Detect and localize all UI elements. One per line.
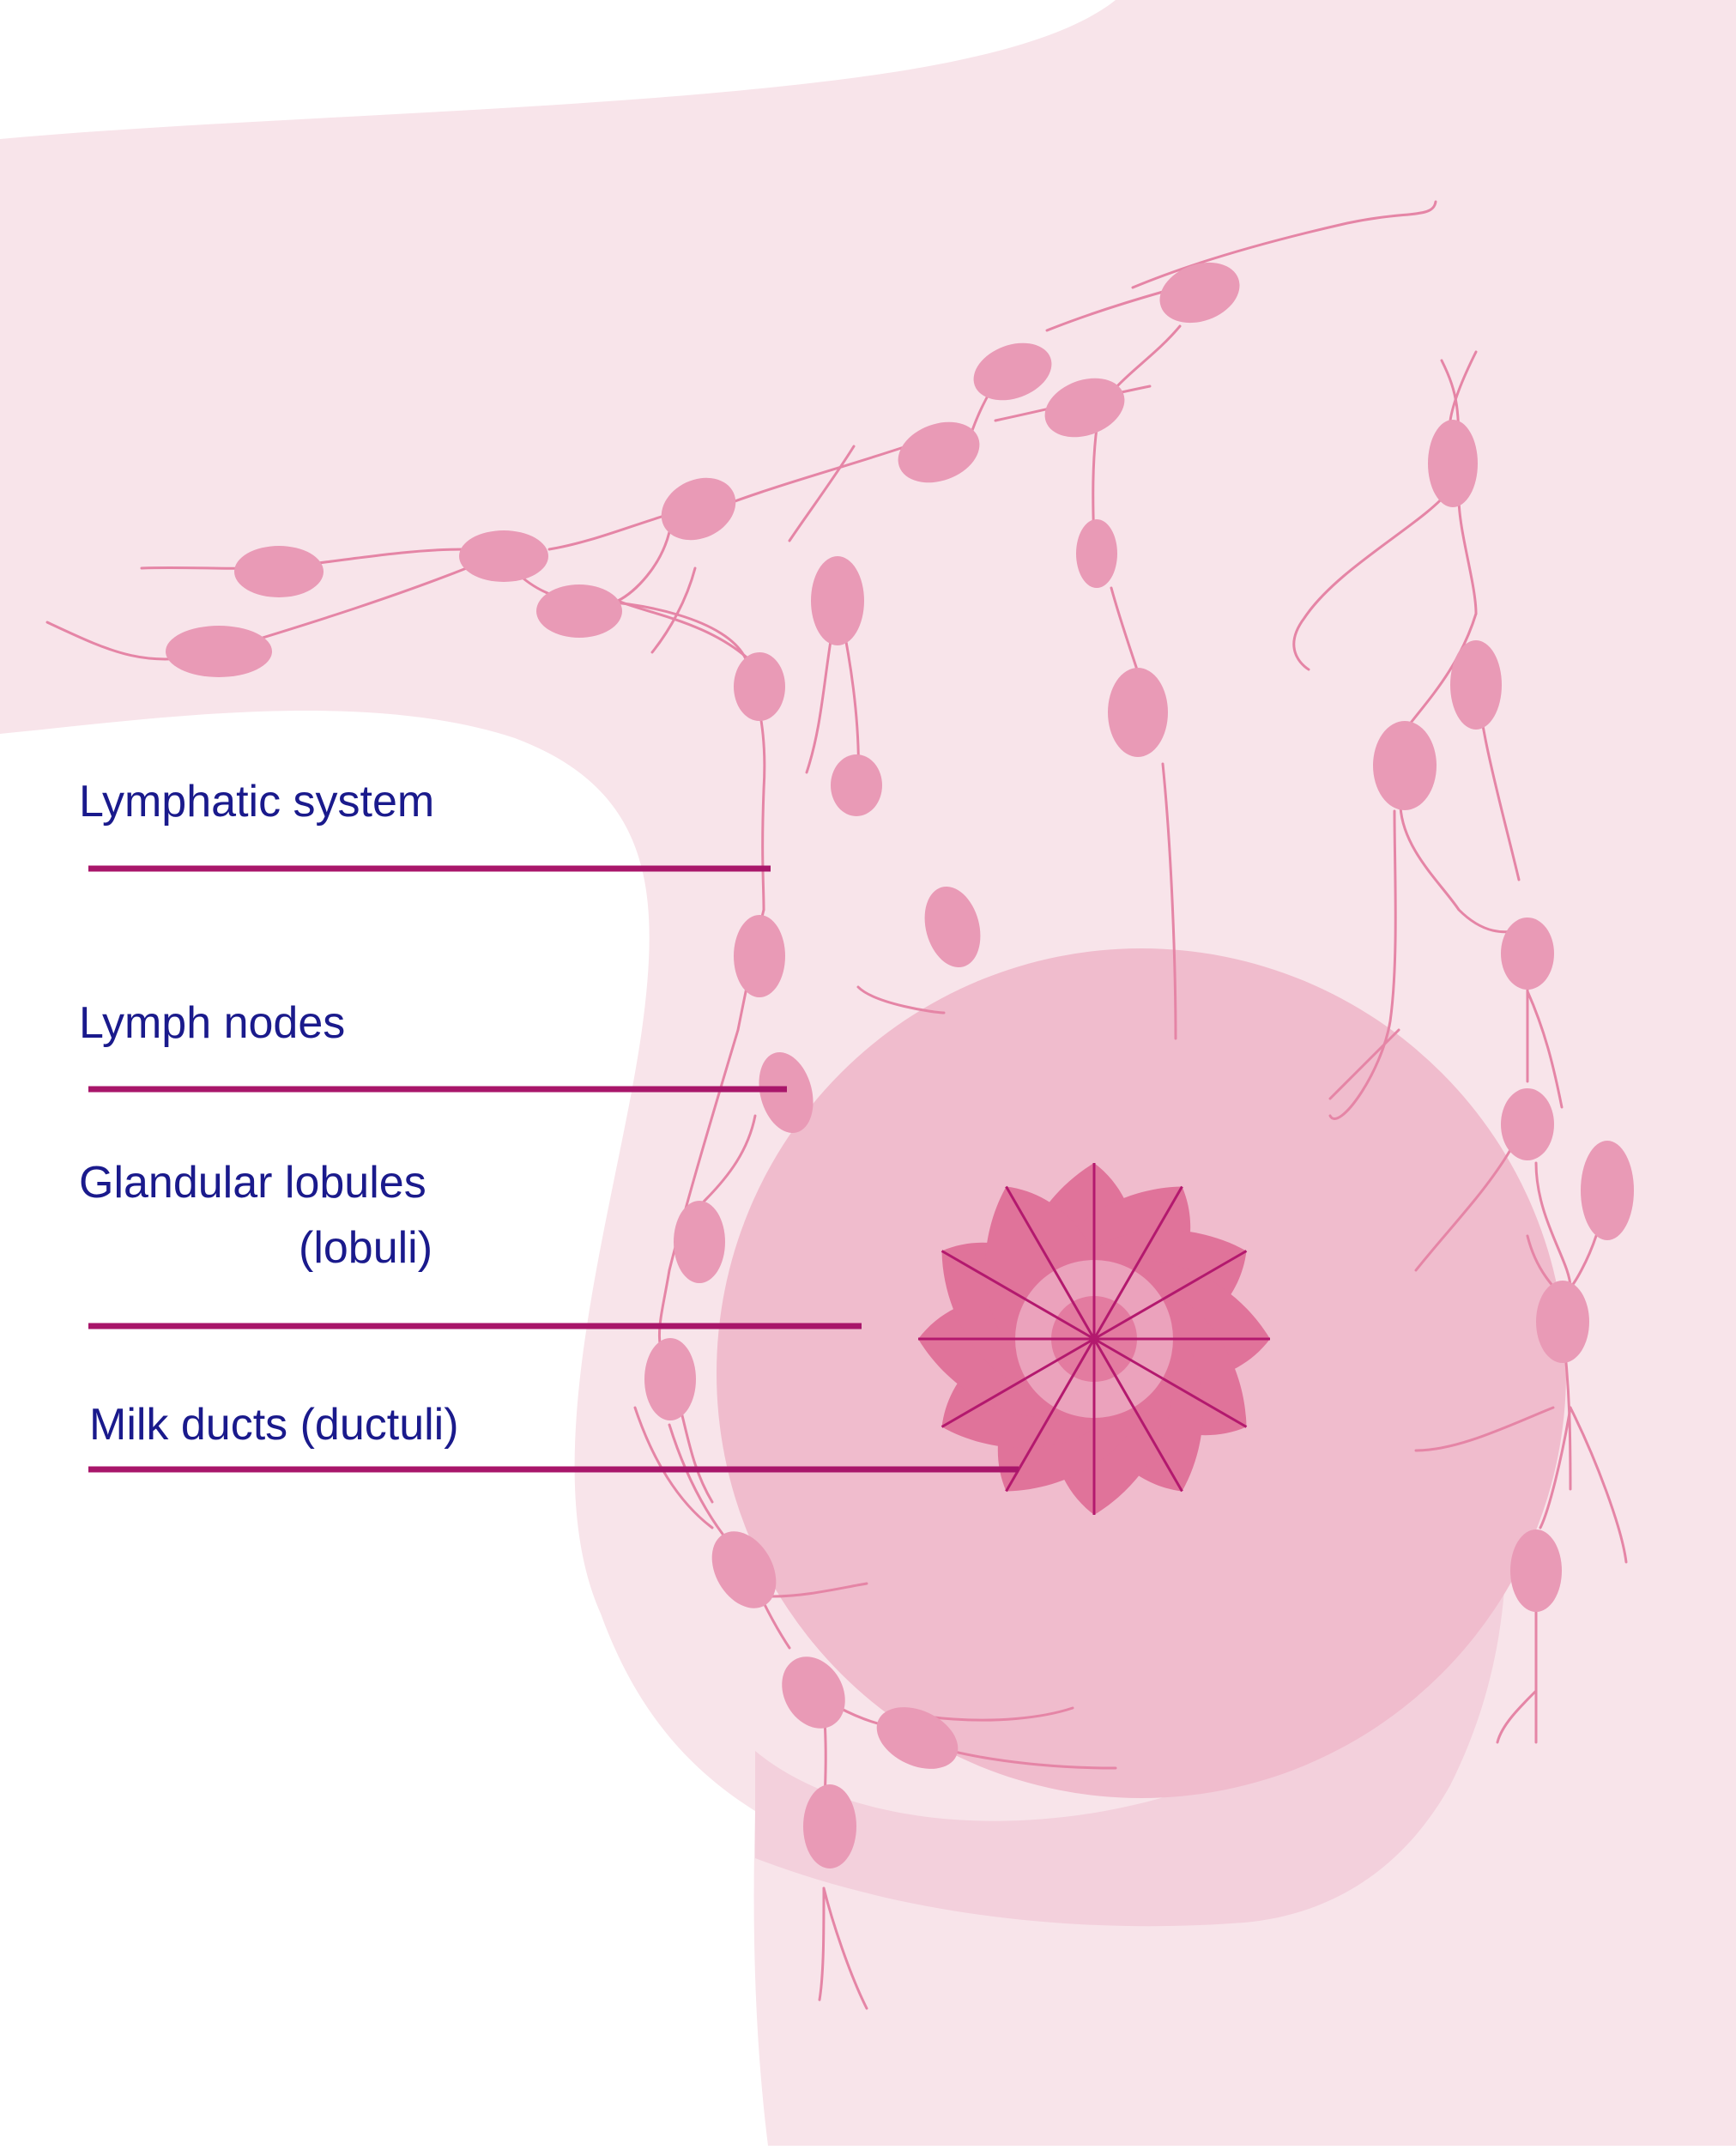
lymph-node — [1581, 1141, 1634, 1240]
label-lobuli: (lobuli) — [299, 1223, 433, 1273]
leader-lines — [88, 865, 1019, 1473]
lymph-node — [1076, 519, 1117, 588]
lymph-node — [1510, 1529, 1562, 1612]
lymph-node — [811, 556, 864, 645]
lymph-node — [661, 477, 736, 541]
milk-duct-center — [1053, 1338, 1096, 1408]
lymph-node — [1159, 262, 1240, 324]
milk-duct-center — [1053, 1269, 1096, 1340]
lymph-node — [803, 1784, 856, 1868]
lymph-node — [166, 626, 272, 677]
lymph-nodes — [166, 262, 1634, 1868]
lymph-node — [234, 546, 324, 597]
milk-duct-center — [1025, 1337, 1095, 1380]
lymph-node — [898, 421, 980, 483]
lymph-node — [1536, 1281, 1589, 1363]
lymph-node — [1501, 918, 1554, 990]
breast-fold — [755, 1511, 1507, 1927]
lymph-node — [459, 530, 548, 582]
lymph-node — [924, 886, 981, 968]
milk-duct-center — [1025, 1298, 1095, 1341]
label-lymph-nodes: Lymph nodes — [79, 998, 346, 1048]
lymph-node — [782, 1656, 845, 1729]
lymph-node — [536, 584, 622, 638]
milk-duct-center — [1093, 1337, 1164, 1380]
lymph-node — [711, 1531, 777, 1608]
lymph-node — [734, 915, 785, 997]
milk-duct-center — [1092, 1269, 1135, 1340]
lymph-node — [1450, 640, 1502, 730]
lymph-node — [1428, 420, 1478, 507]
label-milk-ducts: Milk ducts (ductuli) — [89, 1400, 459, 1450]
lymph-node — [831, 754, 882, 816]
milk-duct-center — [1093, 1298, 1164, 1341]
lymph-node — [1501, 1088, 1554, 1160]
milk-ducts-center — [1015, 1260, 1173, 1418]
lymph-node — [644, 1338, 696, 1420]
lymph-node — [1373, 721, 1437, 810]
lymph-node — [759, 1051, 814, 1134]
lymph-node — [973, 342, 1052, 401]
label-lymphatic-system: Lymphatic system — [79, 777, 435, 827]
milk-duct-center — [1092, 1338, 1135, 1408]
lymph-node — [734, 652, 785, 721]
lymph-node — [876, 1707, 959, 1769]
label-glandular-lobules: Glandular lobules — [79, 1158, 426, 1208]
lymph-node — [1108, 668, 1168, 757]
lymph-node — [674, 1201, 725, 1283]
lymph-node — [1044, 378, 1125, 438]
